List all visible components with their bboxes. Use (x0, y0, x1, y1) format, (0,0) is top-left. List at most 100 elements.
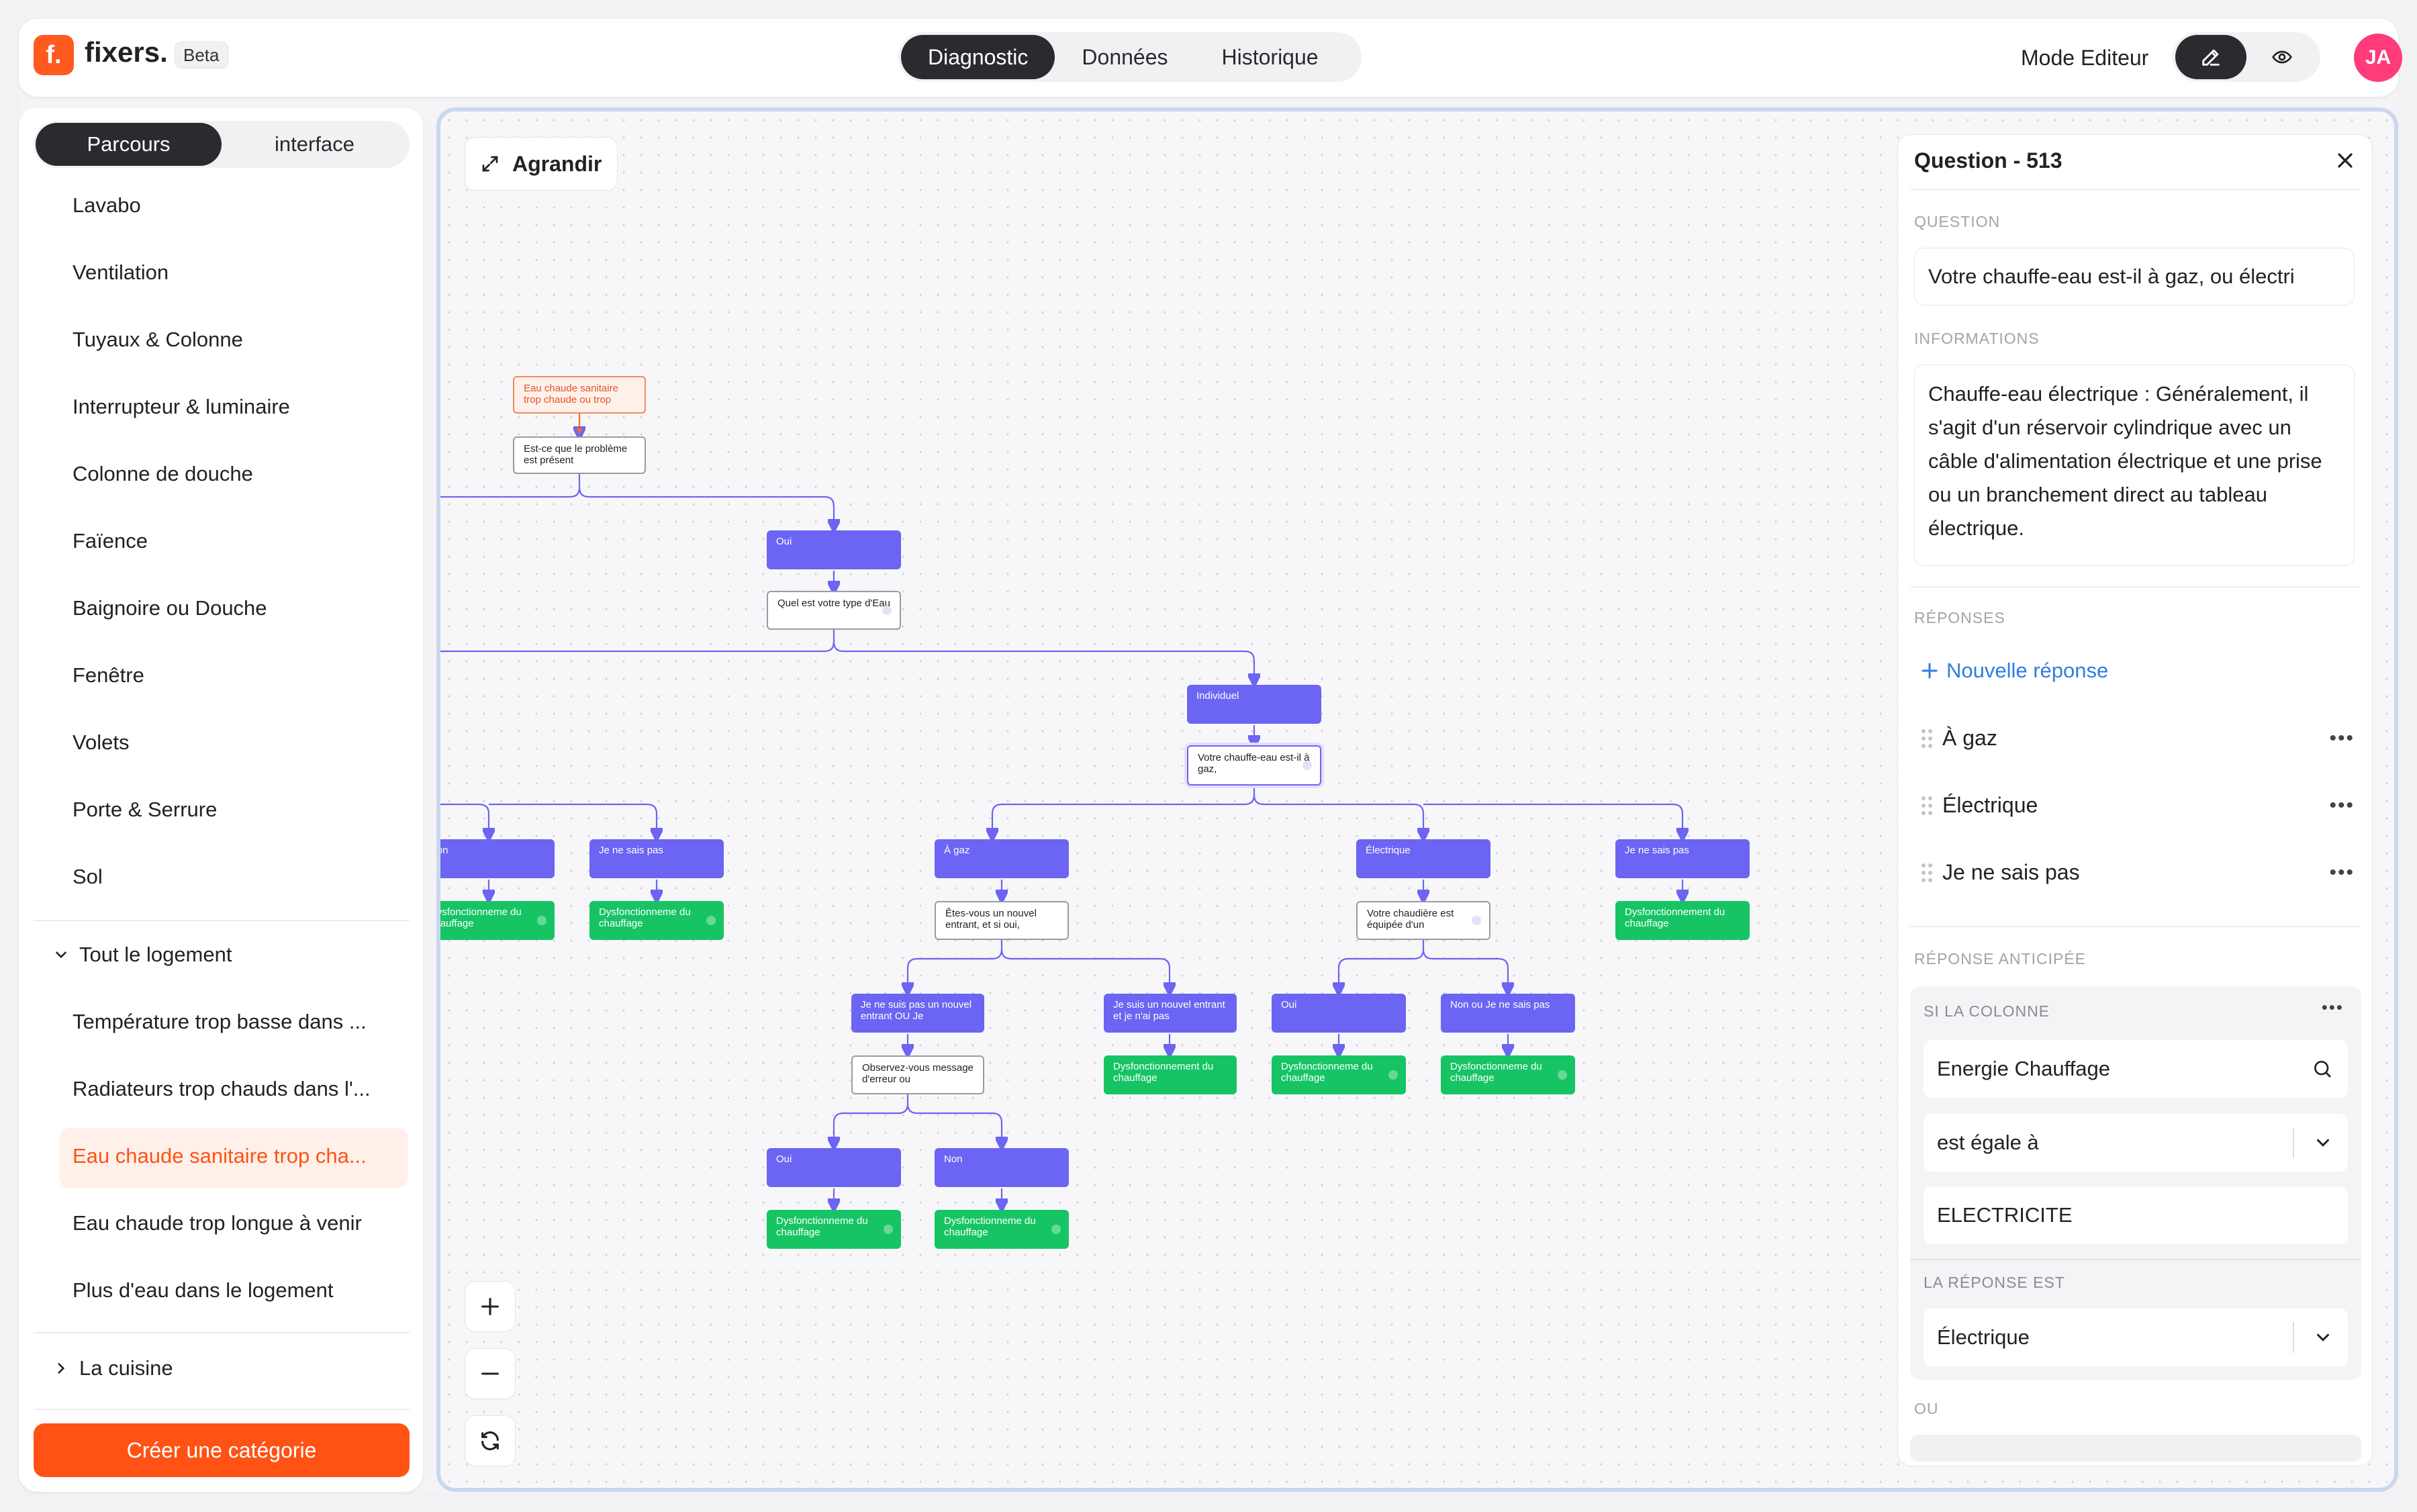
flow-node-text: Dysfonctionneme du chauffage (1281, 1061, 1373, 1084)
flow-node-answer[interactable]: Oui (767, 530, 901, 569)
flow-node-answer[interactable]: Non (440, 839, 555, 878)
or-condition-placeholder[interactable] (1910, 1435, 2361, 1462)
flow-node-result[interactable]: Dysfonctionneme du chauffage (935, 1210, 1069, 1249)
sidebar-group-label: Tout le logement (79, 943, 232, 966)
drag-handle-icon[interactable] (1918, 728, 1936, 749)
sidebar-group-la-cuisine[interactable]: La cuisine (52, 1356, 173, 1380)
flow-node-question-selected[interactable]: Votre chauffe-eau est-il à gaz, (1187, 745, 1321, 786)
flow-node-answer[interactable]: Oui (1272, 994, 1406, 1033)
answer-is-label: LA RÉPONSE EST (1924, 1274, 2065, 1291)
tab-diagnostic[interactable]: Diagnostic (901, 35, 1055, 79)
question-panel: Question - 513 QUESTION Votre chauffe-ea… (1897, 134, 2373, 1466)
flow-node-result[interactable]: Dysfonctionneme du chauffage (589, 901, 724, 940)
sidebar-group-tout-le-logement[interactable]: Tout le logement (52, 943, 232, 967)
logo-text: fixers. (85, 36, 168, 68)
question-input[interactable]: Votre chauffe-eau est-il à gaz, ou élect… (1914, 248, 2355, 305)
flow-node-start[interactable]: Eau chaude sanitaire trop chaude ou trop (513, 376, 646, 414)
more-icon[interactable]: ••• (2329, 726, 2355, 749)
more-icon[interactable]: ••• (2321, 997, 2344, 1017)
flow-node-answer[interactable]: Électrique (1356, 839, 1490, 878)
sidebar-item[interactable]: Porte & Serrure (73, 798, 218, 821)
reset-view-button[interactable] (465, 1415, 516, 1466)
new-answer-button[interactable]: Nouvelle réponse (1920, 659, 2108, 683)
chevron-down-icon[interactable] (2313, 1309, 2333, 1366)
flow-node-result[interactable]: Dysfonctionneme du chauffage (767, 1210, 901, 1249)
answer-row[interactable]: À gaz ••• (1918, 726, 2355, 751)
flow-node-answer[interactable]: Individuel (1187, 685, 1321, 724)
compare-value-field[interactable]: ELECTRICITE (1924, 1186, 2348, 1244)
flow-node-question[interactable]: Quel est votre type d'Eau (767, 591, 901, 630)
drag-handle-icon[interactable] (1918, 862, 1936, 884)
info-dot-icon (1472, 916, 1481, 925)
flow-node-answer[interactable]: Oui (767, 1148, 901, 1187)
info-textarea[interactable]: Chauffe-eau électrique : Généralement, i… (1914, 365, 2355, 566)
flow-node-result[interactable]: Dysfonctionnement du chauffage (1615, 901, 1750, 940)
sidebar-item[interactable]: Lavabo (73, 193, 141, 217)
answer-row[interactable]: Je ne sais pas ••• (1918, 860, 2355, 885)
info-dot-icon (1302, 761, 1312, 770)
flow-node-result[interactable]: Dysfonctionneme du chauffage (1441, 1055, 1575, 1094)
answer-label: Je ne sais pas (1942, 860, 2080, 884)
mode-label: Mode Editeur (2021, 46, 2149, 70)
create-category-button[interactable]: Créer une catégorie (34, 1423, 410, 1477)
flow-node-answer[interactable]: Je ne sais pas (589, 839, 724, 878)
answer-is-select[interactable]: Électrique (1924, 1309, 2348, 1366)
sidebar-item[interactable]: Baignoire ou Douche (73, 596, 267, 620)
sidebar-item[interactable]: Interrupteur & luminaire (73, 395, 290, 418)
flow-node-answer[interactable]: Non (935, 1148, 1069, 1187)
flow-node-question[interactable]: Êtes-vous un nouvel entrant, et si oui, (935, 901, 1069, 940)
answer-row[interactable]: Électrique ••• (1918, 793, 2355, 818)
panel-divider (1910, 926, 2361, 927)
zoom-out-button[interactable] (465, 1348, 516, 1399)
flow-node-answer[interactable]: Je suis un nouvel entrant et je n'ai pas (1104, 994, 1237, 1033)
drag-handle-icon[interactable] (1918, 795, 1936, 816)
more-icon[interactable]: ••• (2329, 861, 2355, 884)
segment-interface[interactable]: interface (275, 132, 354, 156)
panel-title: Question - 513 (1914, 148, 2063, 173)
panel-divider (1910, 189, 2361, 190)
zoom-in-button[interactable] (465, 1281, 516, 1332)
sidebar-item[interactable]: Volets (73, 730, 130, 754)
flow-node-answer[interactable]: À gaz (935, 839, 1069, 878)
flow-node-question[interactable]: Est-ce que le problème est présent (513, 436, 646, 474)
sidebar-item[interactable]: Ventilation (73, 261, 169, 284)
answer-label: Électrique (1942, 793, 2038, 817)
tab-donnees[interactable]: Données (1082, 45, 1168, 69)
flow-node-result[interactable]: Dysfonctionnement du chauffage (1104, 1055, 1237, 1094)
operator-select[interactable]: est égale à (1924, 1114, 2348, 1172)
segment-parcours[interactable]: Parcours (36, 123, 222, 166)
flow-node-question[interactable]: Votre chaudière est équipée d'un (1356, 901, 1490, 940)
sidebar-item[interactable]: Fenêtre (73, 663, 144, 687)
search-icon[interactable] (2312, 1040, 2333, 1098)
flow-node-result[interactable]: Dysfonctionneme du chauffage (440, 901, 555, 940)
sidebar-subitem[interactable]: Température trop basse dans ... (73, 1010, 367, 1033)
sidebar-subitem[interactable]: Eau chaude trop longue à venir (73, 1211, 362, 1235)
sidebar-group-label: La cuisine (79, 1356, 173, 1380)
flow-node-result[interactable]: Dysfonctionneme du chauffage (1272, 1055, 1406, 1094)
flow-node-question[interactable]: Observez-vous message d'erreur ou (851, 1055, 984, 1094)
sidebar-item[interactable]: Faïence (73, 529, 148, 553)
sidebar-subitem-active[interactable]: Eau chaude sanitaire trop cha... (73, 1144, 367, 1168)
sidebar-subitem[interactable]: Plus d'eau dans le logement (73, 1278, 334, 1302)
sidebar-item[interactable]: Colonne de douche (73, 462, 253, 485)
avatar[interactable]: JA (2354, 34, 2402, 82)
tab-historique[interactable]: Historique (1221, 45, 1319, 69)
beta-badge: Beta (175, 42, 228, 68)
flow-node-answer[interactable]: Non ou Je ne sais pas (1441, 994, 1575, 1033)
sidebar-subitem[interactable]: Radiateurs trop chauds dans l'... (73, 1077, 371, 1100)
flow-node-answer[interactable]: Je ne suis pas un nouvel entrant OU Je (851, 994, 984, 1033)
edit-mode-button[interactable] (2175, 35, 2246, 79)
expand-button[interactable]: Agrandir (465, 137, 618, 191)
close-button[interactable] (2333, 148, 2357, 176)
sidebar-item[interactable]: Tuyaux & Colonne (73, 328, 243, 351)
sidebar-item[interactable]: Sol (73, 865, 103, 888)
condition-divider (1910, 1259, 2361, 1260)
more-icon[interactable]: ••• (2329, 794, 2355, 816)
plus-icon (1922, 663, 1938, 679)
flow-node-answer[interactable]: Je ne sais pas (1615, 839, 1750, 878)
column-search-field[interactable]: Energie Chauffage (1924, 1040, 2348, 1098)
flow-node-text: Dysfonctionneme du chauffage (599, 906, 691, 929)
if-column-label: SI LA COLONNE (1924, 1002, 2050, 1020)
preview-mode-button[interactable] (2246, 35, 2318, 79)
chevron-down-icon[interactable] (2313, 1114, 2333, 1172)
